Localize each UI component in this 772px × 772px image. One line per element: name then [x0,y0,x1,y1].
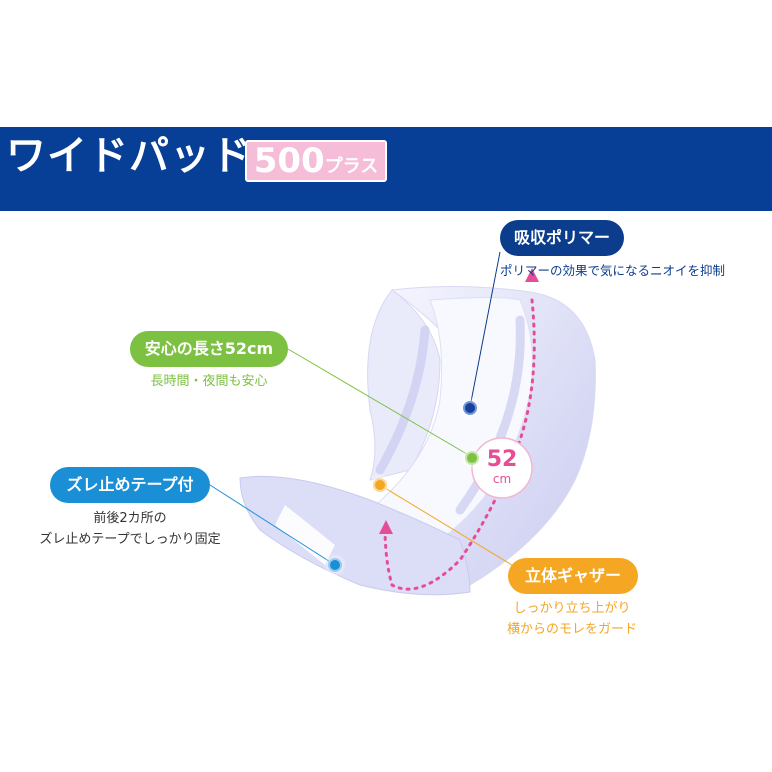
pad-front [239,475,471,596]
length-label: 安心の長さ52cm [130,331,288,367]
leader-length [287,348,473,458]
length-unit: cm [492,472,512,486]
pad-gather-right [455,315,525,515]
product-title: ワイドパッド [6,133,252,179]
badge-suffix: プラス [324,156,379,177]
length-arrow [383,298,536,591]
length-value: 52 [486,447,518,472]
dot-tape [328,558,342,572]
pad-tape [275,505,335,565]
absorbent-polymer-label: 吸収ポリマー [500,220,624,256]
leader-tape [209,484,336,566]
leader-polymer [469,251,501,408]
absorbent-polymer-desc: ポリマーの効果で気になるニオイを抑制 [500,263,726,278]
dot-gathers [373,478,387,492]
length-desc: 長時間・夜間も安心 [150,374,268,389]
dot-polymer [463,401,477,415]
gathers-desc-line1: しっかり立ち上がり [513,601,631,616]
tape-label: ズレ止めテープ付 [50,467,210,503]
arrow-head-top [525,268,539,282]
tape-desc-line1: 前後2カ所の [93,511,167,526]
pad-gather-left [375,325,430,475]
product-variant-badge: 500プラス [245,140,387,182]
arrow-head-bottom [379,520,393,534]
badge-number: 500 [253,141,325,181]
dot-length [465,451,479,465]
gathers-label: 立体ギャザー [508,558,638,594]
leader-gathers [379,484,531,577]
tape-desc-line2: ズレ止めテープでしっかり固定 [39,532,221,547]
gathers-desc-line2: 横からのモレをガード [506,622,637,637]
